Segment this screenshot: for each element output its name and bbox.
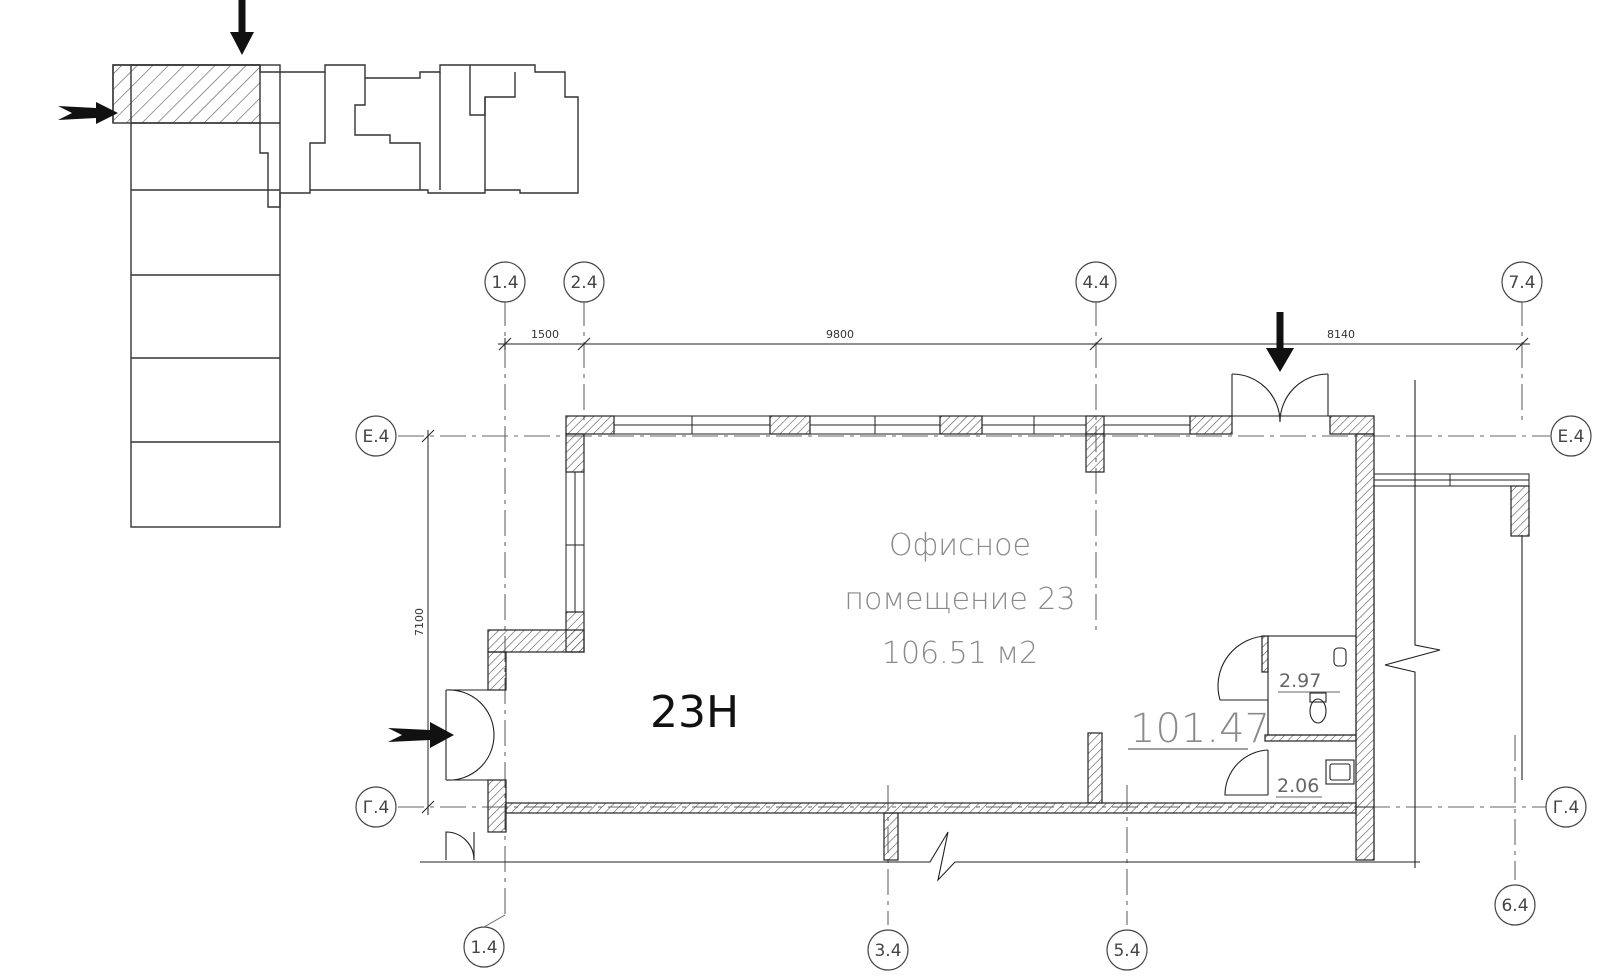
axis-bubble-top-3: [1075, 261, 1117, 303]
room-name-line2: помещение 23: [844, 582, 1075, 617]
axis-label-bottom-4: 6.4: [1501, 896, 1528, 916]
entrance-arrow-left: [388, 722, 454, 748]
walls: [487, 415, 1530, 861]
break-lines: [420, 380, 1523, 882]
room-total-area: 106.51 м2: [882, 636, 1038, 671]
axis-label-top-2: 2.4: [570, 273, 597, 293]
axis-bubble-right-1: [1550, 415, 1592, 457]
axis-label-left-2: Г.4: [363, 798, 390, 818]
axis-bubble-top-4: [1501, 261, 1543, 303]
axis-bubble-top-2: [563, 261, 605, 303]
key-plan-arrow-top: [230, 0, 254, 55]
washbasin-icon: [1333, 647, 1347, 667]
axis-label-top-1: 1.4: [491, 273, 518, 293]
axis-label-right-2: Г.4: [1553, 798, 1580, 818]
axis-label-right-1: Е.4: [1558, 427, 1585, 447]
axis-label-top-3: 4.4: [1082, 273, 1109, 293]
windows: [565, 415, 1530, 613]
dimension-7100: 7100: [413, 608, 426, 636]
key-plan: [112, 64, 579, 528]
axis-label-left-1: Е.4: [363, 427, 390, 447]
axis-bubble-left-1: [355, 415, 397, 457]
sanitary-fixtures: [1267, 635, 1357, 785]
axis-label-top-4: 7.4: [1508, 273, 1535, 293]
axis-label-bottom-1: 1.4: [470, 938, 497, 958]
wc-area: 2.97: [1279, 670, 1321, 692]
axis-bubble-bottom-2: [867, 929, 909, 971]
room-name-line1: Офисное: [889, 528, 1031, 563]
axis-bubble-bottom-3: [1106, 929, 1148, 971]
bathroom-area: 2.06: [1277, 775, 1319, 797]
unit-number: 23Н: [650, 687, 739, 738]
main-room-area: 101.47: [1130, 706, 1270, 752]
wall-top-corner: [565, 415, 615, 435]
entrance-arrow-top: [1266, 312, 1294, 372]
key-plan-highlight: [112, 64, 261, 124]
dimension-9800: 9800: [826, 328, 854, 341]
dimension-8140: 8140: [1327, 328, 1355, 341]
axis-label-bottom-2: 3.4: [874, 941, 901, 961]
axis-bubbles: [355, 261, 1592, 971]
dimension-lines: [421, 337, 1530, 815]
toilet-icon: [1309, 698, 1327, 724]
key-plan-arrow-left: [58, 102, 118, 124]
axis-bubble-top-1: [484, 261, 526, 303]
axis-label-bottom-3: 5.4: [1113, 941, 1140, 961]
axis-bubble-bottom-4: [1494, 884, 1536, 926]
axis-bubble-right-2: [1545, 786, 1587, 828]
sink-icon: [1325, 759, 1355, 785]
dimension-1500: 1500: [531, 328, 559, 341]
axis-bubble-left-2: [355, 786, 397, 828]
